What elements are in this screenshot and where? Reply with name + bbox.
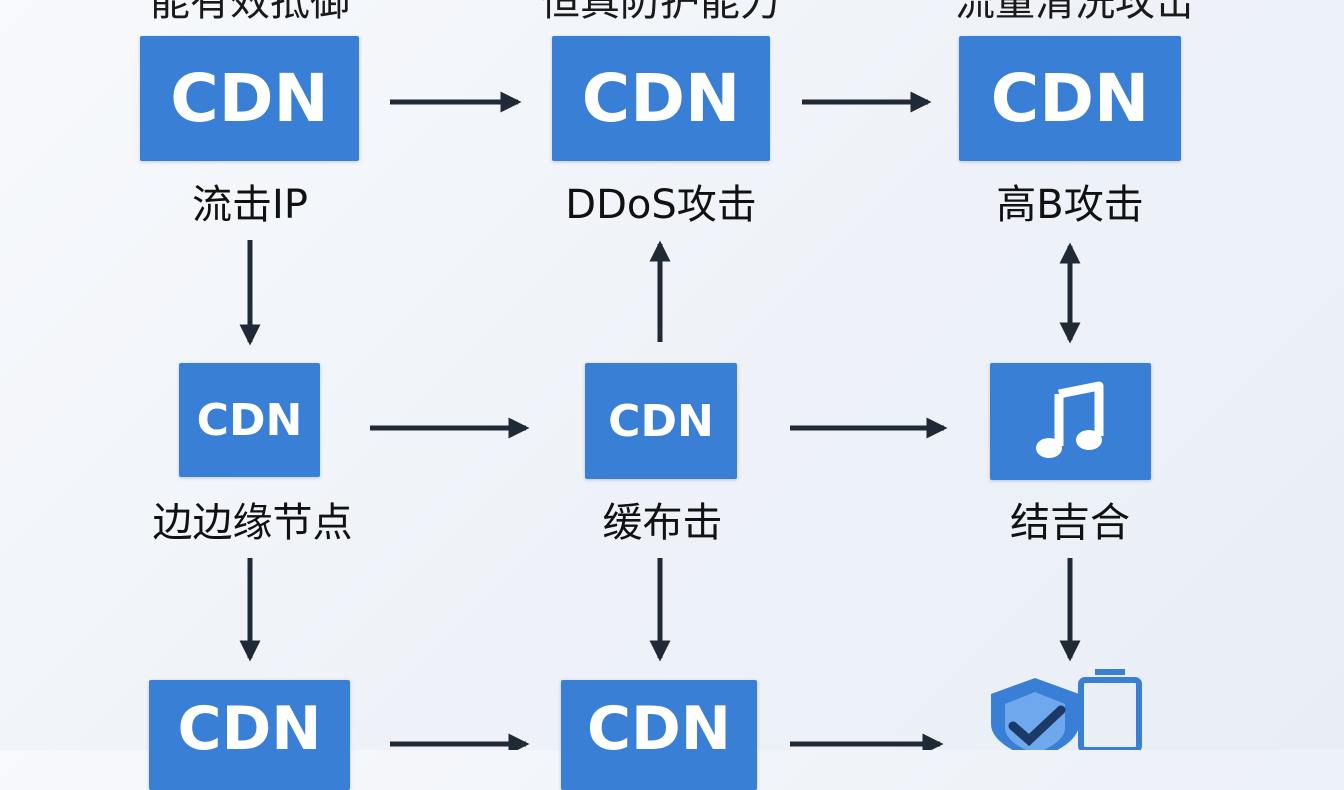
cdn-box-r1c1: CDN	[140, 36, 359, 161]
arrows-layer	[239, 91, 1081, 750]
shield-check-icon	[991, 669, 1142, 750]
music-note-icon	[1035, 381, 1103, 458]
cdn-box-r2c2: CDN	[585, 363, 737, 479]
caption-col3: 流量清洗攻击	[955, 0, 1195, 25]
label-r1c2: DDoS攻击	[565, 182, 757, 228]
caption-col2: 恒真防护能力	[540, 0, 780, 25]
cdn-box-r1c2: CDN	[552, 36, 770, 161]
caption-col1: 能有效抵御	[150, 0, 350, 25]
label-r1c1: 流击IP	[192, 182, 308, 228]
label-r2c3: 结吉合	[1010, 500, 1130, 546]
music-box-r2c3	[990, 363, 1151, 480]
cdn-box-r2c1: CDN	[179, 363, 320, 477]
label-r2c2: 缓布击	[602, 500, 723, 546]
label-r1c3: 高B攻击	[996, 182, 1144, 228]
cdn-flow-diagram: 能有效抵御 恒真防护能力 流量清洗攻击 CDN CDN CDN 流击IP DDo…	[140, 0, 1195, 790]
label-r2c1: 边边缘节点	[152, 500, 353, 546]
cdn-box-r1c3: CDN	[959, 36, 1181, 161]
